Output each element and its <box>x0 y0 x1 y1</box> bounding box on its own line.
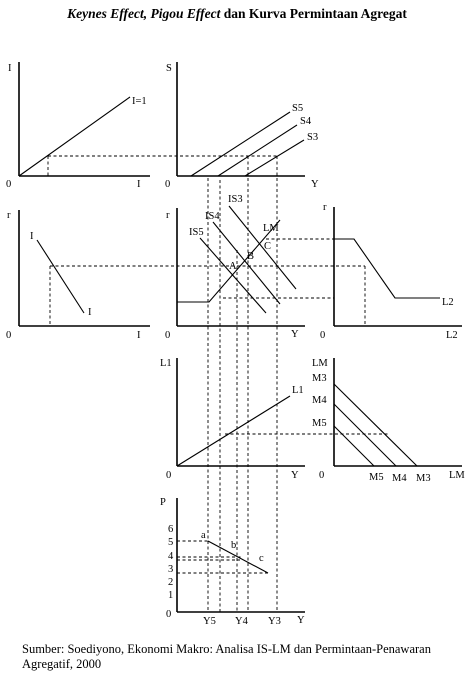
panel-l2: r 0 L2 L2 <box>320 202 462 341</box>
p8-tick-5: 5 <box>168 537 173 548</box>
p3-origin: 0 <box>6 330 11 341</box>
p8-origin: 0 <box>166 609 171 620</box>
p8-tick-4: 4 <box>168 551 174 562</box>
panel-money-supply: LM 0 LM M3 M4 M5 M5 M4 M3 <box>312 358 465 484</box>
p2-s3-label: S3 <box>307 132 318 143</box>
p3-x-label: I <box>137 330 141 341</box>
title-italic: Keynes Effect, Pigou Effect <box>67 6 221 21</box>
p8-point-c: c <box>259 553 264 564</box>
p1-origin: 0 <box>6 179 11 190</box>
p8-tick-6: 6 <box>168 524 173 535</box>
p4-point-b: B <box>247 251 254 262</box>
dashed-connectors <box>47 155 390 612</box>
p5-l2-curve <box>334 238 440 299</box>
p7-m4-line <box>333 403 397 467</box>
p2-s4-label: S4 <box>300 116 312 127</box>
p2-x-label: Y <box>311 179 319 190</box>
p7-m3-label: M3 <box>312 373 327 384</box>
p7-m4-label: M4 <box>312 395 327 406</box>
p1-x-label: I <box>137 179 141 190</box>
panel-interest-investment: r 0 I I I <box>6 210 150 341</box>
source-citation: Sumber: Soediyono, Ekonomi Makro: Analis… <box>22 642 431 671</box>
p6-curve-label: L1 <box>292 385 304 396</box>
panel-is-lm: r 0 Y IS3 IS4 IS5 LM A B C <box>165 194 305 341</box>
p2-s5-label: S5 <box>292 103 303 114</box>
p8-y3-label: Y3 <box>268 616 281 627</box>
p4-point-c: C <box>264 241 271 252</box>
p2-s3-line <box>244 139 305 177</box>
p6-y-label: L1 <box>160 358 172 369</box>
panel-aggregate-demand: P 0 Y 6 5 4 3 2 1 a b c Y5 Y4 Y3 <box>160 497 305 627</box>
p4-x-label: Y <box>291 329 299 340</box>
p3-y-label: r <box>7 210 11 221</box>
p3-curve-bottom-label: I <box>88 307 92 318</box>
p6-x-label: Y <box>291 470 299 481</box>
p1-investment-line <box>18 96 131 177</box>
p7-x-label: LM <box>449 470 465 481</box>
p8-point-b: b <box>231 540 236 551</box>
p4-is5-line <box>199 237 267 314</box>
figure-title: Keynes Effect, Pigou Effect dan Kurva Pe… <box>0 6 474 22</box>
p4-lm-label: LM <box>263 223 279 234</box>
p4-is4-line <box>212 221 281 305</box>
p7-y-label: LM <box>312 358 328 369</box>
p8-tick-3: 3 <box>168 564 173 575</box>
p1-y-label: I <box>8 63 12 74</box>
p5-x-label: L2 <box>446 330 458 341</box>
p4-is4-label: IS4 <box>205 211 220 222</box>
p4-is5-label: IS5 <box>189 227 204 238</box>
p7-m5-line <box>333 425 375 467</box>
p8-point-a: a <box>201 530 206 541</box>
p4-point-a: A <box>229 261 237 272</box>
p4-origin: 0 <box>165 330 170 341</box>
p7-x-m4-label: M4 <box>392 473 407 484</box>
p7-x-m3-label: M3 <box>416 473 431 484</box>
p2-s5-line <box>190 111 291 177</box>
p8-y-label: P <box>160 497 166 508</box>
p3-curve-top-label: I <box>30 231 34 242</box>
p4-y-label: r <box>166 210 170 221</box>
p4-is3-label: IS3 <box>228 194 243 205</box>
panel-savings: S 0 Y S5 S4 S3 <box>165 62 319 190</box>
p8-y5-label: Y5 <box>203 616 216 627</box>
p8-tick-1: 1 <box>168 590 173 601</box>
p1-curve-label: I=1 <box>132 96 147 107</box>
p8-x-label: Y <box>297 615 305 626</box>
p5-curve-label: L2 <box>442 297 454 308</box>
p7-origin: 0 <box>319 470 324 481</box>
panel-l1: L1 0 Y L1 <box>160 358 305 481</box>
p2-y-label: S <box>166 63 172 74</box>
p7-m5-label: M5 <box>312 418 327 429</box>
p4-lm-curve <box>177 219 281 303</box>
title-rest: dan Kurva Permintaan Agregat <box>220 6 407 21</box>
p7-x-m5-label: M5 <box>369 472 384 483</box>
p5-y-label: r <box>323 202 327 213</box>
p2-s4-line <box>217 124 298 177</box>
p8-tick-2: 2 <box>168 577 173 588</box>
p8-y4-label: Y4 <box>235 616 249 627</box>
p4-is3-line <box>228 205 297 290</box>
p6-l1-line <box>176 395 291 467</box>
p5-origin: 0 <box>320 330 325 341</box>
p2-origin: 0 <box>165 179 170 190</box>
p3-investment-demand-line <box>36 239 85 314</box>
p6-origin: 0 <box>166 470 171 481</box>
panel-investment: I 0 I I=1 <box>6 62 150 190</box>
p7-m3-line <box>333 383 418 467</box>
